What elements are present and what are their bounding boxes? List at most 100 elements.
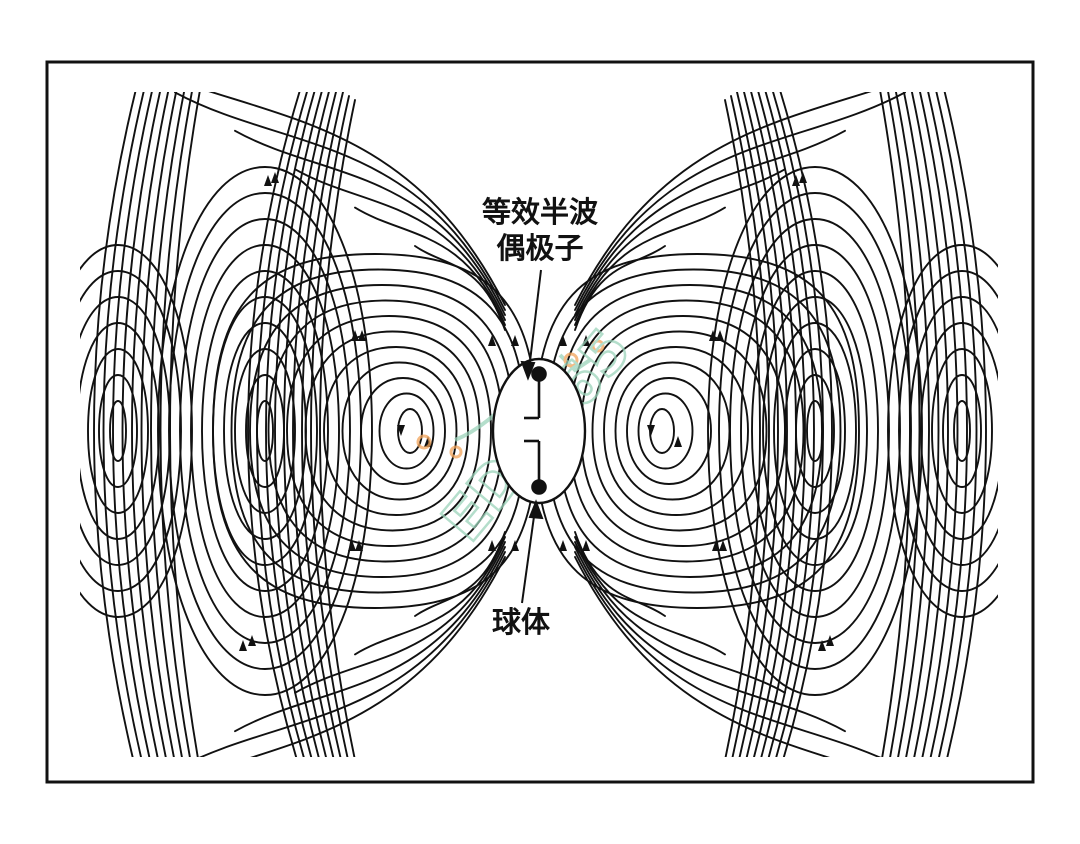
field-arrowhead [488, 335, 496, 346]
field-arrowhead [351, 330, 359, 341]
sphere-label: 球体 [492, 605, 551, 639]
arc-line [121, 92, 161, 757]
lobe-line [294, 541, 506, 694]
field-arrowhead [716, 330, 724, 341]
outer-loop [168, 192, 362, 670]
inner-loop [534, 253, 860, 609]
lobe-line [574, 245, 666, 331]
arc-line [919, 92, 959, 757]
diagram-frame [45, 60, 1035, 784]
field-arrowhead [271, 172, 279, 183]
inner-loop [626, 377, 712, 485]
arc-line [887, 92, 921, 757]
arc-line [736, 92, 779, 757]
lobe-line [574, 546, 846, 733]
lobe-line [574, 168, 786, 321]
lobe-line [354, 206, 506, 326]
inner-loop [286, 315, 492, 547]
dipole-label-line1: 等效半波 [482, 195, 599, 229]
outer-loop [707, 166, 923, 696]
outer-loop [179, 218, 351, 644]
arc-line [927, 92, 968, 757]
arc-line [310, 95, 350, 757]
arc-line [743, 92, 788, 757]
field-arrowhead [799, 172, 807, 183]
outer-loop [234, 348, 296, 514]
inner-loop [360, 377, 446, 485]
lobe-line [250, 556, 506, 757]
watermark-dot [563, 352, 579, 368]
arc-line [102, 92, 145, 757]
field-arrowhead [647, 425, 655, 436]
arc-line [140, 92, 178, 757]
outer-loop [201, 270, 329, 592]
field-arrowhead [511, 335, 519, 346]
inner-loop [614, 361, 731, 501]
arc-line [935, 92, 978, 757]
outer-loop [157, 166, 373, 696]
outer-loop [80, 244, 193, 618]
inner-loop [397, 408, 423, 454]
lobe-line [574, 206, 726, 326]
arc-line [902, 92, 940, 757]
field-arrowhead [559, 540, 567, 551]
inner-loop [323, 346, 469, 516]
lobe-line [354, 536, 506, 656]
arc-line [265, 92, 316, 757]
lobe-line [574, 92, 906, 311]
lobe-line [294, 168, 506, 321]
outer-loop [256, 400, 274, 462]
arc-line [159, 92, 193, 757]
field-arrowhead [712, 540, 720, 551]
label-callouts [520, 269, 544, 604]
field-arrowhead [239, 640, 247, 651]
arc-line [724, 99, 761, 757]
inner-loop [649, 408, 675, 454]
outer-loop [80, 322, 160, 540]
outer-loop [909, 296, 998, 566]
dipole-antenna [524, 366, 547, 495]
field-arrowhead [709, 330, 717, 341]
arc-line [301, 92, 344, 757]
outer-loop [773, 322, 857, 540]
lobe-line [234, 129, 506, 316]
arc-line [730, 95, 770, 757]
field-arrowhead [488, 540, 496, 551]
arc-line [131, 92, 170, 757]
arc-line [910, 92, 949, 757]
inner-loop [378, 392, 435, 470]
field-arrows [239, 172, 834, 651]
field-arrowhead [559, 335, 567, 346]
arc-line [169, 92, 201, 757]
field-arrowhead [355, 540, 363, 551]
inner-loop [591, 330, 768, 532]
field-arrowhead [264, 175, 272, 186]
outer-loop [784, 348, 846, 514]
field-arrowhead [792, 175, 800, 186]
sphere-ellipse [491, 357, 587, 505]
outer-loop [795, 374, 835, 488]
inner-loop [580, 315, 786, 547]
field-arrowhead [358, 330, 366, 341]
lobe-line [174, 92, 506, 311]
lobe-line [198, 551, 506, 757]
arc-line [750, 92, 797, 757]
outer-loop [942, 374, 982, 488]
lobe-line [414, 531, 506, 617]
arc-line [764, 92, 815, 757]
outer-loop [718, 192, 912, 670]
field-arrowhead [248, 635, 256, 646]
arc-line [772, 92, 824, 757]
arc-line [247, 92, 301, 757]
outer-loop [806, 400, 824, 462]
arc-line [779, 92, 833, 757]
arc-line [319, 99, 356, 757]
outer-loop [80, 296, 171, 566]
outer-loop [729, 218, 901, 644]
outer-loop [740, 244, 890, 618]
inner-loop [230, 268, 527, 594]
field-arrowhead [397, 425, 405, 436]
field-arrowhead [818, 640, 826, 651]
arc-line [93, 92, 137, 757]
